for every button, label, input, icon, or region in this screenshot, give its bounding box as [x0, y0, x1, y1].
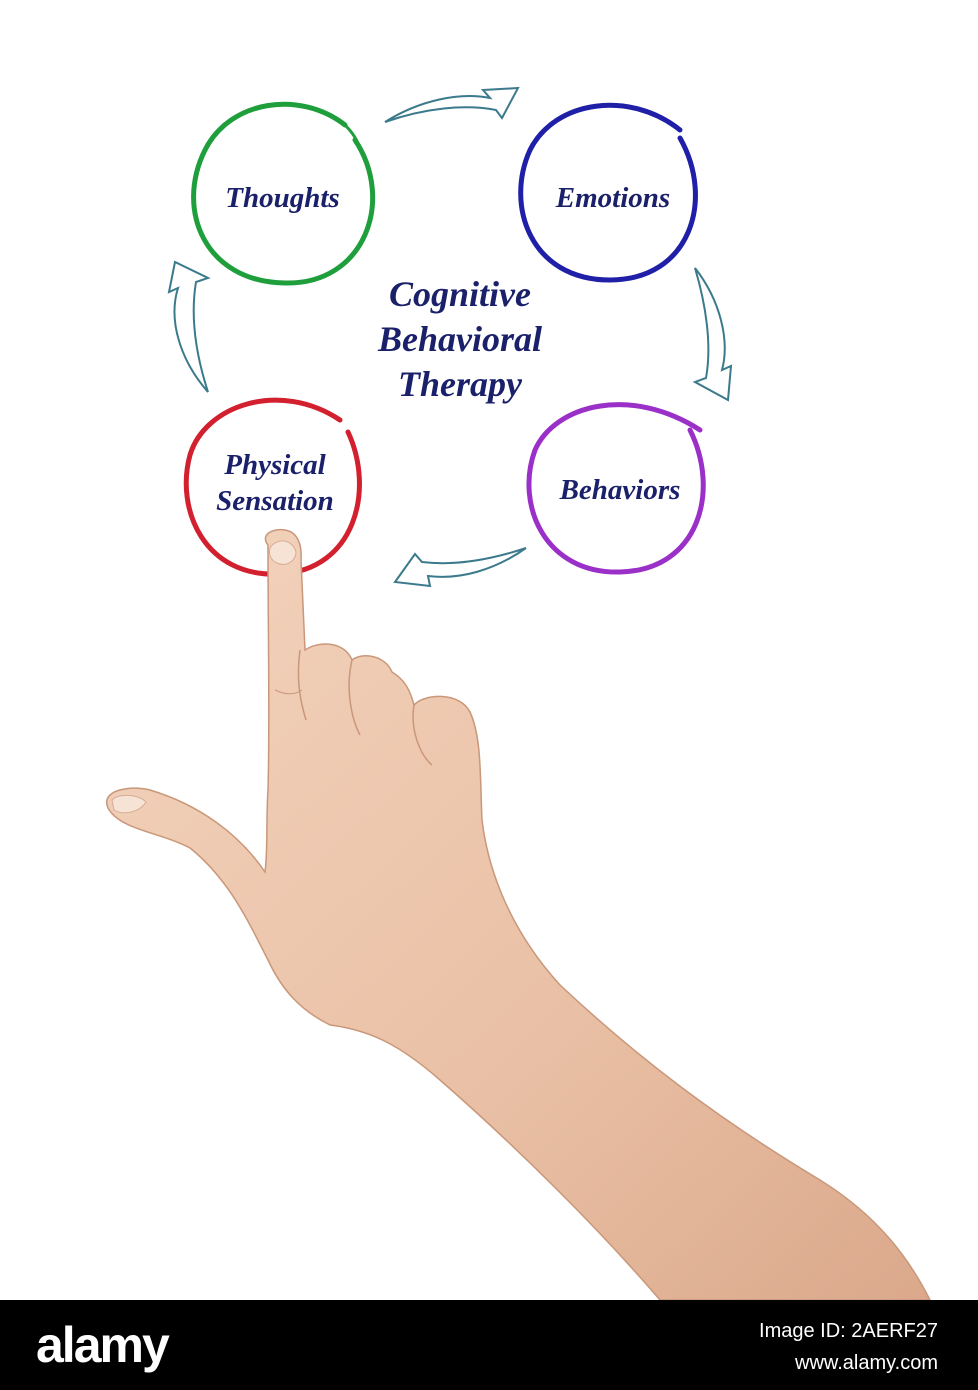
arrow-emotions-to-behaviors	[692, 267, 733, 402]
node-label-behaviors: Behaviors	[535, 472, 705, 508]
emotions-circle	[518, 102, 698, 283]
node-label-emotions-line1: Emotions	[555, 182, 671, 214]
alamy-logo: alamy	[36, 1317, 170, 1373]
node-label-behaviors-line1: Behaviors	[559, 474, 681, 506]
diagram-title: Cognitive Behavioral Therapy	[300, 272, 620, 407]
site-url-text: www.alamy.com	[795, 1352, 938, 1374]
node-label-thoughts: Thoughts	[200, 180, 365, 216]
thoughts-circle	[191, 101, 376, 286]
diagram-canvas	[105, 86, 932, 1301]
title-line-2: Behavioral	[377, 319, 542, 359]
node-label-physical-sensation: Physical Sensation	[190, 447, 360, 519]
physical-sensation-circle	[183, 397, 362, 577]
pointing-hand	[105, 528, 932, 1301]
arrow-behaviors-to-physical	[393, 547, 527, 588]
node-label-thoughts-line1: Thoughts	[225, 182, 340, 214]
image-id-text: Image ID: 2AERF27	[759, 1320, 938, 1342]
title-line-1: Cognitive	[389, 274, 531, 314]
node-label-physical-line2: Sensation	[216, 485, 334, 517]
cbt-diagram-scene: Thoughts Emotions Behaviors Physical Sen…	[105, 86, 932, 1301]
arrow-thoughts-to-emotions	[384, 86, 520, 123]
title-line-3: Therapy	[398, 364, 522, 404]
node-label-emotions: Emotions	[528, 180, 698, 216]
node-label-physical-line1: Physical	[224, 449, 326, 481]
behaviors-circle	[526, 402, 706, 575]
watermark-footer: alamy Image ID: 2AERF27 www.alamy.com	[0, 1300, 978, 1390]
arrow-physical-to-thoughts	[167, 260, 211, 393]
